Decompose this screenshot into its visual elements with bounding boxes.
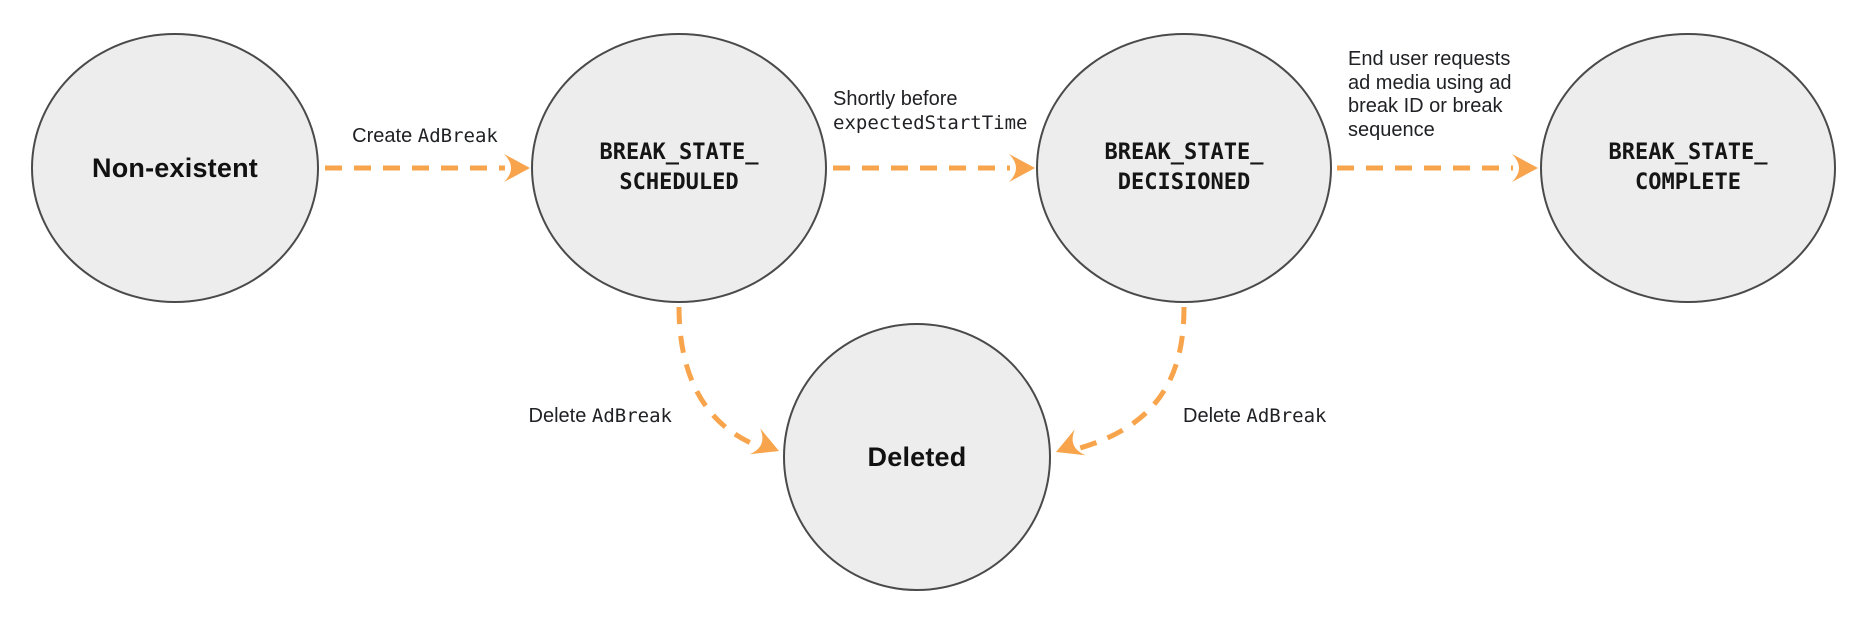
label-shortly-before: Shortly before expectedStartTime	[833, 88, 1028, 134]
arrow-delete-adbreak-right	[1056, 306, 1187, 456]
state-deleted-label: Deleted	[867, 441, 967, 472]
state-break-state-complete-line1: BREAK_STATE_	[1608, 140, 1768, 165]
state-break-state-decisioned-line1: BREAK_STATE_	[1104, 140, 1264, 165]
label-delete-adbreak-right: Delete AdBreak	[1183, 405, 1327, 427]
state-break-state-complete-line2: COMPLETE	[1635, 170, 1741, 195]
state-break-state-decisioned: BREAK_STATE_ DECISIONED	[1036, 33, 1332, 303]
state-non-existent: Non-existent	[31, 33, 319, 303]
arrow-delete-adbreak-left	[676, 306, 779, 455]
arrow-end-user-requests	[1337, 154, 1538, 182]
arrow-shortly-before	[833, 154, 1035, 182]
state-non-existent-label: Non-existent	[92, 152, 258, 183]
state-break-state-scheduled-line2: SCHEDULED	[619, 170, 739, 195]
state-deleted: Deleted	[783, 323, 1051, 591]
label-delete-adbreak-left: Delete AdBreak	[528, 405, 672, 427]
state-break-state-decisioned-line2: DECISIONED	[1117, 170, 1251, 195]
state-break-state-scheduled: BREAK_STATE_ SCHEDULED	[531, 33, 827, 303]
state-break-state-complete: BREAK_STATE_ COMPLETE	[1540, 33, 1836, 303]
label-end-user-requests: End user requests ad media using ad brea…	[1348, 48, 1512, 141]
arrow-create-adbreak	[325, 154, 530, 182]
state-break-state-scheduled-line1: BREAK_STATE_	[599, 140, 759, 165]
label-create-adbreak: Create AdBreak	[352, 125, 498, 147]
